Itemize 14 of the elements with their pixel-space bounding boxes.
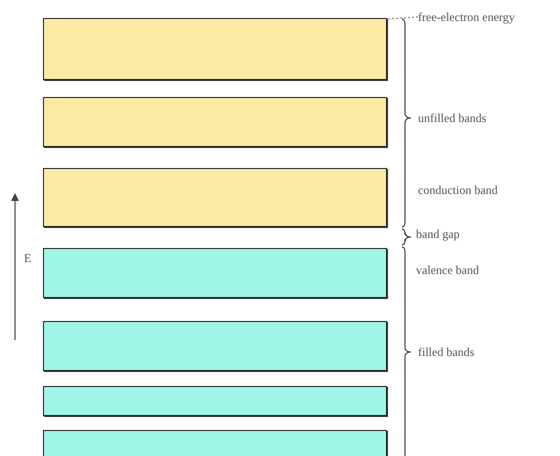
- energy-band: [43, 386, 387, 416]
- energy-band: [43, 97, 387, 147]
- band-label: valence band: [416, 262, 479, 278]
- band-label: band gap: [416, 226, 460, 242]
- energy-band: [43, 248, 387, 298]
- band-label: unfilled bands: [418, 110, 486, 126]
- energy-band: [43, 18, 387, 80]
- band-label: filled bands: [418, 344, 474, 360]
- band-label: free-electron energy: [418, 8, 515, 26]
- energy-band: [43, 168, 387, 227]
- leader-line: [386, 16, 418, 20]
- axis-label: E: [24, 250, 32, 266]
- band-label: conduction band: [418, 182, 498, 198]
- energy-band: [43, 321, 387, 371]
